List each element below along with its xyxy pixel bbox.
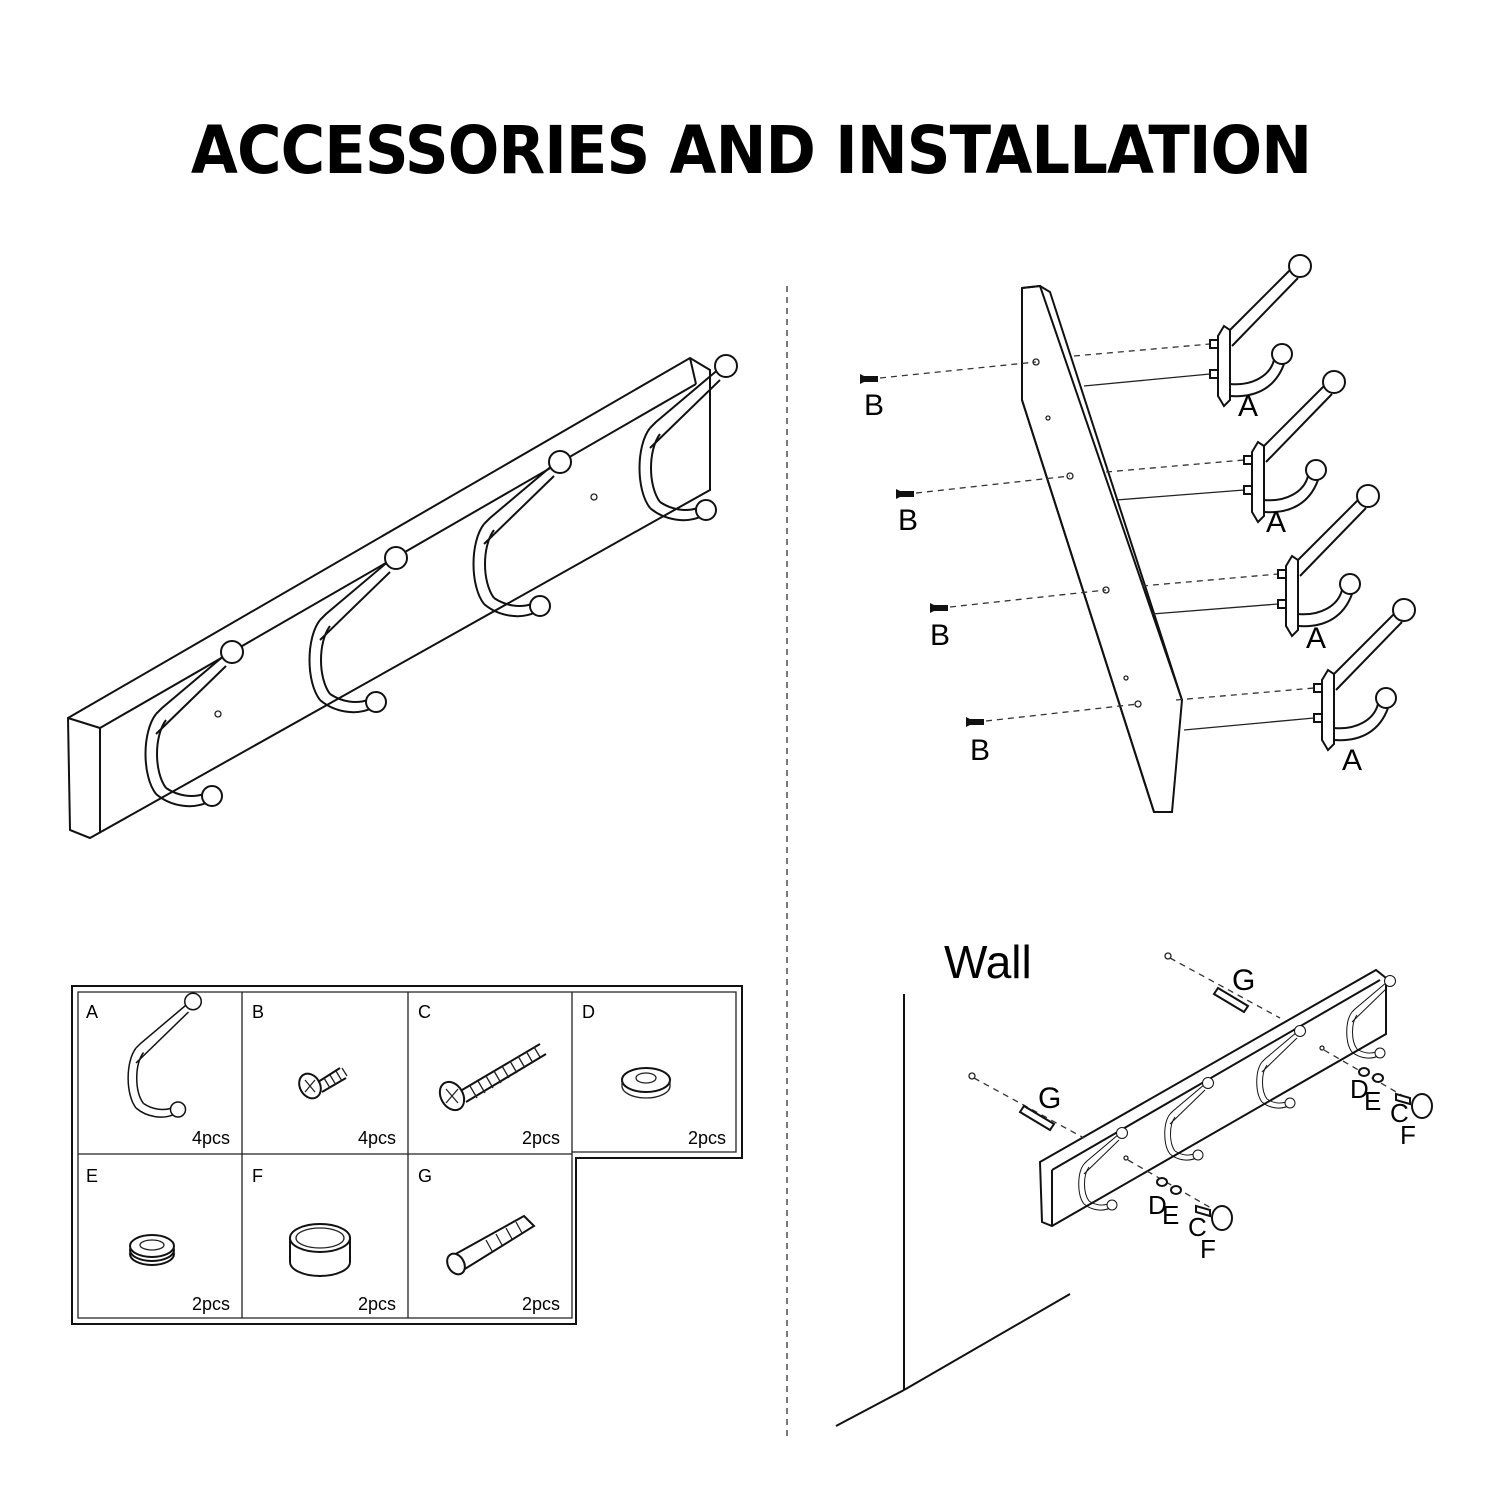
short-screw-icon [298,1067,348,1100]
label-screw-b-4: B [970,734,990,767]
label-cap-f-1: F [1400,1120,1416,1150]
part-qty-e: 2pcs [192,1294,230,1314]
part-letter-d: D [582,1002,595,1022]
label-screw-c-2: C [1188,1212,1207,1242]
part-letter-g: G [418,1166,432,1186]
label-anchor-g-1: G [1232,964,1255,997]
part-qty-g: 2pcs [522,1294,560,1314]
part-cell-g: G 2pcs [418,1166,560,1314]
part-letter-b: B [252,1002,264,1022]
part-qty-c: 2pcs [522,1128,560,1148]
label-washer-d-1: D [1350,1074,1369,1104]
label-hook-a-3: A [1306,622,1326,655]
part-cell-d: D 2pcs [582,1002,726,1148]
double-hook-icon [127,992,202,1118]
part-qty-f: 2pcs [358,1294,396,1314]
part-cell-a: A 4pcs [86,992,230,1148]
wall-label: Wall [944,936,1032,988]
label-cap-f-2: F [1200,1234,1216,1264]
part-cell-f: F 2pcs [252,1166,396,1314]
exploded-hook-2 [1243,370,1346,523]
wall-mounting-view: Wall G G D E C F [835,936,1433,1427]
parts-table: A 4pcs B 4pcs C 2pcs [71,985,743,1325]
part-letter-a: A [86,1002,98,1022]
label-anchor-g-2: G [1038,1082,1061,1115]
part-cell-e: E 2pcs [86,1166,230,1314]
screw-cap-icon [289,1223,351,1277]
exploded-view: B B B B A A A A [860,254,1416,813]
label-washer-d-2: D [1148,1190,1167,1220]
page-title: ACCESSORIES AND INSTALLATION [190,112,1312,189]
flat-washer-icon [621,1067,671,1099]
part-qty-a: 4pcs [192,1128,230,1148]
label-screw-c-1: C [1390,1098,1409,1128]
label-screw-b-2: B [898,504,918,537]
wall-anchor-icon [446,1214,536,1276]
long-screw-icon [438,1043,547,1112]
part-cell-b: B 4pcs [252,1002,396,1148]
label-screw-b-1: B [864,389,884,422]
label-washer-e-1: E [1364,1086,1381,1116]
exploded-hook-1 [1209,254,1312,407]
label-hook-a-1: A [1238,390,1258,423]
label-hook-a-2: A [1266,506,1286,539]
part-qty-b: 4pcs [358,1128,396,1148]
part-letter-f: F [252,1166,263,1186]
spring-washer-icon [129,1234,175,1266]
label-hook-a-4: A [1342,744,1362,777]
part-qty-d: 2pcs [688,1128,726,1148]
label-washer-e-2: E [1162,1200,1179,1230]
part-cell-c: C 2pcs [418,1002,560,1148]
part-letter-e: E [86,1166,98,1186]
label-screw-b-3: B [930,619,950,652]
part-letter-c: C [418,1002,431,1022]
assembled-rack-illustration [66,354,738,840]
